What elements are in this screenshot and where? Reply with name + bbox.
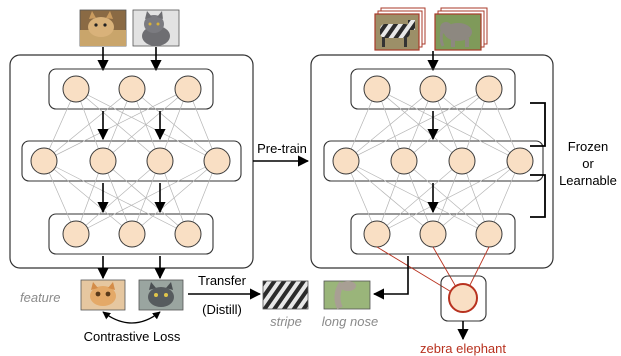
feature-label: feature (20, 290, 60, 305)
left-network (9, 9, 254, 269)
node (448, 147, 476, 175)
node (118, 75, 146, 103)
pretrain-label: Pre-train (257, 141, 307, 156)
gray-cat-face (138, 279, 184, 311)
node (146, 147, 174, 175)
node (475, 75, 503, 103)
node (203, 147, 231, 175)
stripe-label: stripe (270, 314, 302, 329)
bracket-lower (530, 174, 546, 218)
contrastive-loss-label: Contrastive Loss (84, 329, 181, 344)
node (62, 75, 90, 103)
right-layer-3 (350, 213, 516, 255)
orange-cat-face (80, 279, 126, 311)
node (89, 147, 117, 175)
node (363, 220, 391, 248)
learnable-label: Learnable (559, 173, 617, 188)
node (30, 147, 58, 175)
node (332, 147, 360, 175)
right-layer-2 (323, 140, 544, 182)
node (506, 147, 534, 175)
left-nodes (30, 75, 231, 248)
frozen-label: Frozen (568, 139, 608, 154)
cat-photo (79, 9, 127, 47)
node (390, 147, 418, 175)
node (419, 220, 447, 248)
node (363, 75, 391, 103)
bracket-upper (530, 102, 546, 147)
node (475, 220, 503, 248)
left-layer-2 (21, 140, 242, 182)
left-layer-1 (48, 68, 214, 110)
left-layer-3 (48, 213, 214, 255)
elephant-trunk-patch (323, 280, 371, 310)
transfer-label: Transfer (198, 273, 247, 288)
node (419, 75, 447, 103)
node (118, 220, 146, 248)
node (174, 75, 202, 103)
elephant-photo (434, 7, 488, 51)
node (62, 220, 90, 248)
right-layer-1 (350, 68, 516, 110)
gray-cat-photo (132, 9, 180, 47)
output-node (448, 283, 478, 313)
long-nose-label: long nose (322, 314, 378, 329)
zebra-stripe-patch (262, 280, 309, 310)
contrastive-arrow (102, 311, 161, 324)
right-nodes (332, 75, 534, 248)
right-network (310, 7, 554, 269)
distill-label: (Distill) (202, 302, 242, 317)
or-label: or (582, 156, 594, 171)
output-label: zebra elephant (420, 341, 506, 356)
node (174, 220, 202, 248)
left-input-images (79, 9, 180, 47)
zebra-photo (374, 7, 426, 51)
concept-arrow (372, 256, 409, 300)
right-network-frame (310, 54, 554, 269)
